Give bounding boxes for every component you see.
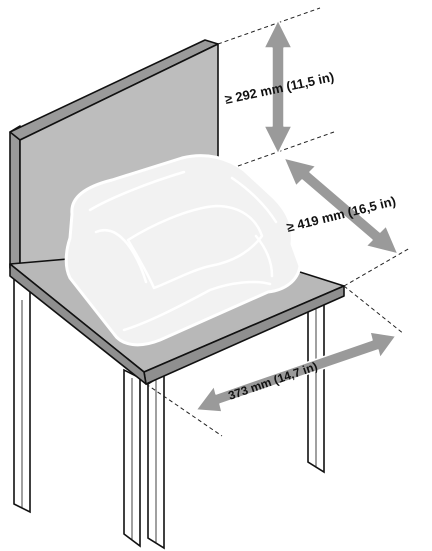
arrow-backrest-height	[263, 19, 293, 155]
label-seat-width: 373 mm (14,7 in)	[226, 359, 319, 403]
arrow-seat-depth	[283, 157, 399, 255]
booster-seat-well	[126, 204, 264, 290]
backrest-edge	[9, 125, 21, 269]
booster-armrest-right	[230, 176, 278, 278]
dimension-extension-lines	[145, 7, 411, 437]
booster-seat	[64, 154, 302, 347]
booster-armrest-left	[88, 170, 186, 284]
booster-front-lip	[122, 280, 272, 332]
dimension-arrows	[195, 19, 399, 413]
arrow-seat-width	[195, 331, 397, 413]
